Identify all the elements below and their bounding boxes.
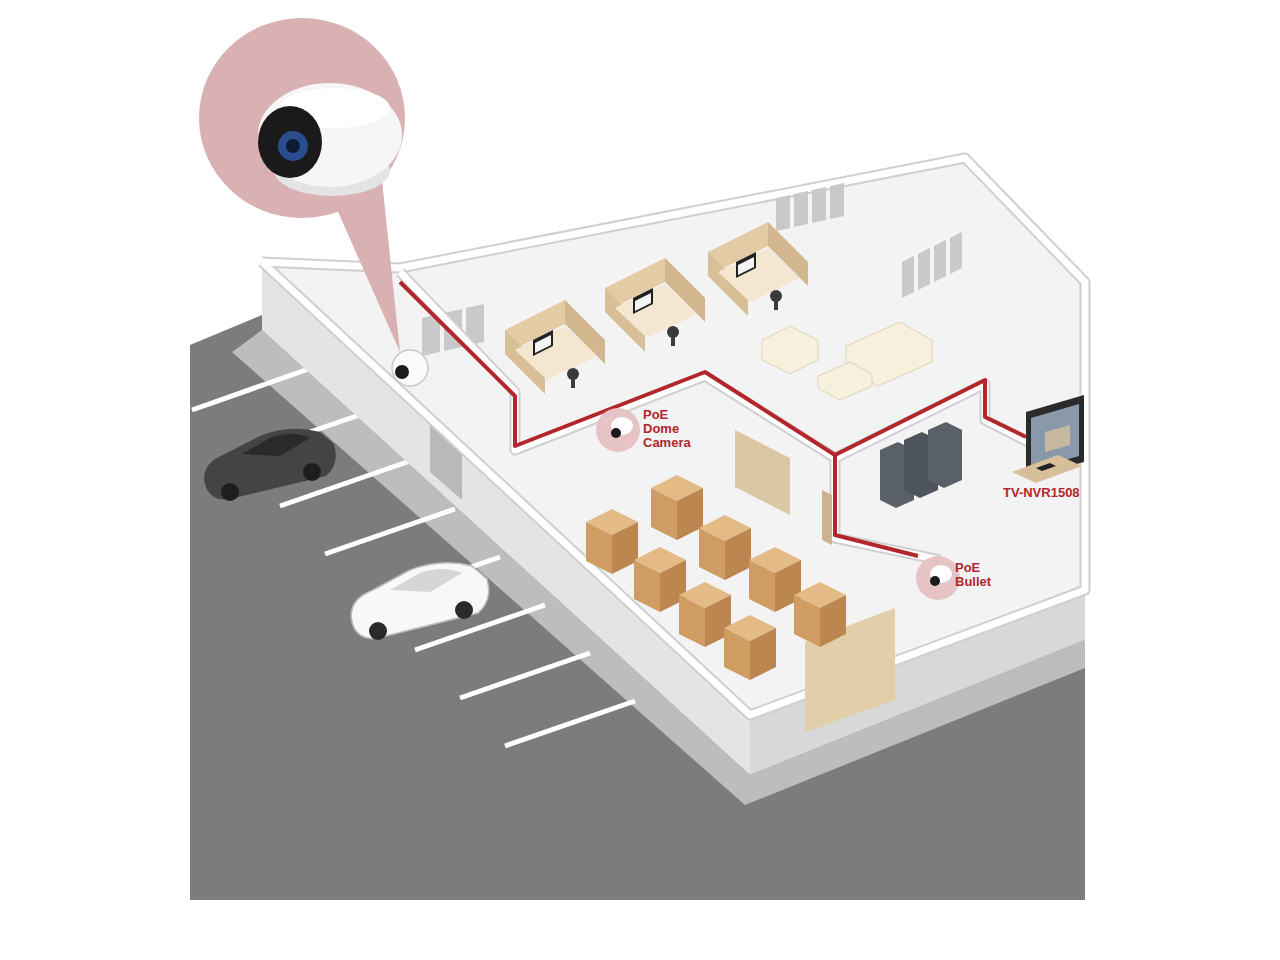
server-racks-part (928, 422, 962, 488)
pallet-boxes-part (749, 547, 801, 612)
parking-lines-part (505, 701, 635, 746)
nvr-station-part (1012, 455, 1082, 483)
windows-part (934, 240, 946, 282)
building-part (262, 158, 1085, 715)
windows-part (812, 187, 826, 223)
pallet-boxes-part (651, 475, 703, 540)
cubicles-part (605, 258, 705, 352)
wall-dome-camera-part (395, 365, 409, 379)
pallet-boxes (586, 475, 846, 680)
sofas-part (818, 362, 872, 400)
warehouse-doors (735, 430, 895, 732)
building (262, 158, 1085, 775)
pallet-boxes-part (699, 515, 751, 580)
dome-camera-icon-part (596, 408, 640, 452)
label-slot: TV-NVR1508 (1003, 486, 1080, 500)
nvr-station-part (1036, 463, 1056, 471)
pallet-boxes-part (724, 615, 776, 680)
warehouse-doors-part (822, 490, 832, 545)
poe-cable-part (400, 282, 918, 556)
warehouse-doors-part (735, 430, 790, 515)
sofas (762, 322, 932, 400)
windows-part (918, 248, 930, 290)
server-racks (880, 422, 962, 508)
poe-cable-part (835, 380, 1026, 455)
label-slot: PoE Dome Camera (643, 408, 691, 450)
parking-lines-part (325, 509, 455, 554)
dark-car-part (303, 463, 321, 481)
bullet-camera-icon-part (930, 576, 940, 586)
cubicles-part (708, 222, 808, 316)
poe-cable (400, 282, 1026, 556)
dome-camera-icon (596, 408, 640, 452)
white-car-part (369, 622, 387, 640)
dark-car-part (242, 434, 310, 456)
white-car-part (390, 569, 462, 592)
windows-part (794, 191, 808, 227)
bullet-camera-icon-part (916, 556, 960, 600)
nvr-station (1012, 395, 1084, 483)
wall-dome-camera-part (392, 350, 428, 386)
device-label: TV-NVR1508 (1003, 486, 1080, 500)
windows-part (830, 183, 844, 219)
parking-lines-part (460, 653, 590, 698)
device-label: PoE Dome Camera (643, 408, 691, 450)
bullet-camera-icon (916, 556, 960, 600)
building-part (262, 262, 750, 775)
pallet-boxes-part (679, 582, 731, 647)
dome-camera-icon-part (611, 428, 621, 438)
nvr-station-part (1045, 425, 1070, 452)
interior-walls (400, 272, 1040, 560)
pallet-boxes-part (794, 582, 846, 647)
cubicles-part (505, 300, 605, 394)
cubicles (505, 222, 808, 394)
white-car (351, 563, 489, 640)
dark-car-part (221, 483, 239, 501)
label-slot: PoE Bullet (955, 561, 991, 589)
windows-part (950, 232, 962, 274)
zoom-callout-part (258, 106, 322, 178)
zoom-callout-part (199, 18, 405, 218)
windows-part (776, 195, 790, 231)
zoom-callout-part (278, 131, 308, 161)
zoom-callout-part (286, 139, 300, 153)
building-part (262, 158, 1085, 715)
parking-lines-part (192, 365, 320, 410)
zoom-callout (199, 18, 405, 352)
pallet-boxes-part (634, 547, 686, 612)
zoom-callout-part (258, 83, 402, 187)
device-label: PoE Bullet (955, 561, 991, 589)
pallet-boxes-part (586, 509, 638, 574)
dark-car (204, 429, 336, 501)
sofas-part (762, 326, 818, 374)
wall-dome-camera (392, 350, 428, 386)
white-car-part (455, 601, 473, 619)
windows-part (902, 256, 914, 298)
